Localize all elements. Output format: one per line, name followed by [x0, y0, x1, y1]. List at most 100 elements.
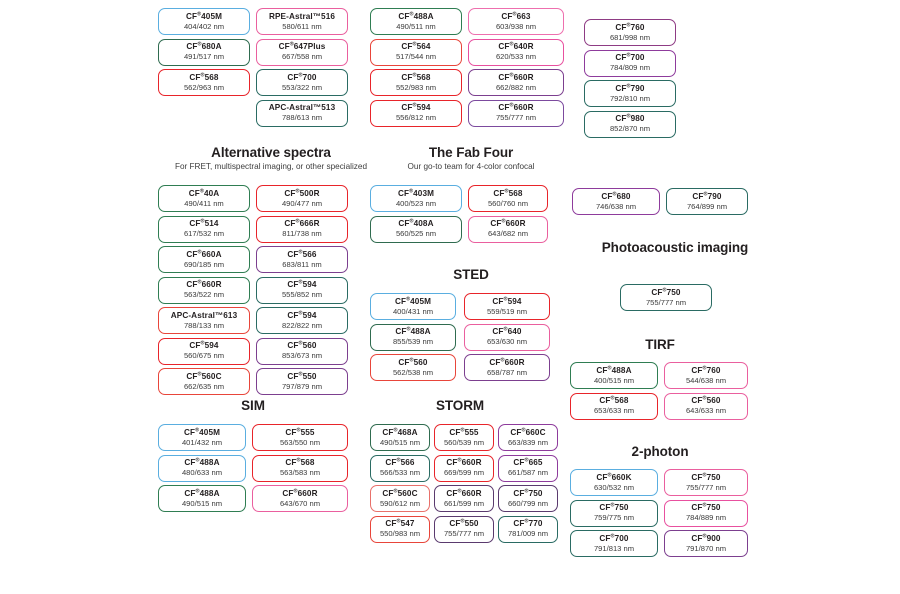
dye-wavelengths: 491/517 nm [183, 52, 225, 62]
dye-name: CF®900 [691, 533, 721, 543]
dye-name: CF®760 [691, 365, 721, 375]
dye-name: CF®560 [691, 395, 721, 406]
dye-wavelengths: 490/511 nm [396, 21, 436, 31]
dye-wavelengths: 755/777 nm [645, 297, 687, 307]
dye-wavelengths: 788/133 nm [183, 320, 225, 330]
dye-name: CF®594 [189, 340, 219, 351]
dye-name: CF®594 [401, 102, 431, 113]
section-subtitle-alternative-spectra: For FRET, multispectral imaging, or othe… [174, 162, 368, 171]
dye-name: CF®555 [285, 427, 315, 437]
dye-name: CF®660R [498, 72, 534, 82]
dye-wavelengths: 643/682 nm [487, 229, 529, 239]
dye-name: CF®680A [186, 41, 222, 52]
dye-name: CF®660R [498, 102, 534, 113]
dye-wavelengths: 590/612 nm [379, 498, 421, 508]
dye-wavelengths: 755/777 nm [685, 482, 727, 492]
dye-name: APC-Astral™513 [268, 103, 336, 113]
dye-name: CF®403M [397, 188, 435, 198]
dye-name: CF®660R [446, 488, 482, 498]
dye-wavelengths: 669/599 nm [443, 468, 485, 478]
section-title-photoacoustic: Photoacoustic imaging [601, 240, 749, 255]
section-title-sted: STED [453, 267, 489, 282]
dye-name: CF®594 [287, 310, 317, 320]
dye-name: CF®660R [489, 357, 525, 367]
dye-wavelengths: 759/775 nm [593, 513, 635, 523]
